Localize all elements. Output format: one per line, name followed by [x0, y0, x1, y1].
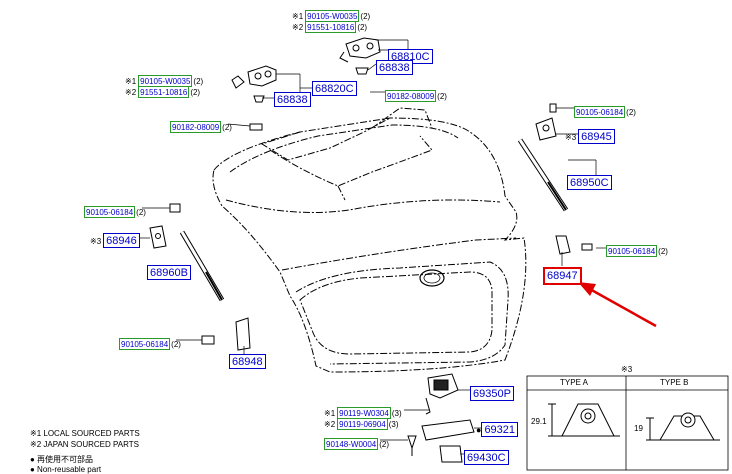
callout-90105-06184-a: 90105-06184(2): [574, 103, 636, 119]
back-door-panel: [212, 107, 527, 373]
callout-90105-06184-b: 90105-06184(2): [84, 203, 146, 219]
part-link-90119-w0304[interactable]: 90119-W0304: [337, 407, 391, 419]
note-mark: ※3: [565, 133, 577, 142]
type-a-dimension: 29.1: [531, 417, 547, 426]
part-link-90105-06184[interactable]: 90105-06184: [574, 106, 626, 118]
quantity: (2): [357, 23, 368, 32]
hinge-bolts: [249, 67, 369, 131]
part-link-68960b[interactable]: 68960B: [147, 265, 191, 280]
callout-90182-08009-b: 90182-08009(2): [170, 118, 232, 134]
part-link-68950c[interactable]: 68950C: [567, 175, 612, 190]
leader-lines: [134, 39, 606, 455]
quantity: (2): [222, 123, 232, 132]
callout-68838-a: 68838: [376, 59, 413, 75]
note-local-sourced: ※1 LOCAL SOURCED PARTS: [30, 429, 140, 438]
quantity: (2): [379, 440, 390, 449]
part-link-68945[interactable]: 68945: [578, 129, 615, 144]
callout-69321: ●69321: [476, 421, 519, 437]
quantity: (2): [437, 92, 447, 101]
part-link-90105-06184[interactable]: 90105-06184: [606, 245, 658, 257]
part-link-68838[interactable]: 68838: [376, 60, 413, 75]
quantity: (2): [190, 88, 201, 97]
callout-90105-06184-c: 90105-06184(2): [606, 242, 668, 258]
quantity: (2): [171, 340, 181, 349]
quantity: (2): [136, 208, 146, 217]
quantity: (2): [658, 247, 668, 256]
emblem-ring: [419, 269, 445, 287]
note-non-reusable-jp: ● 再使用不可部品: [30, 455, 94, 464]
callout-90105-06184-d: 90105-06184(2): [119, 335, 181, 351]
non-reusable-dot: ●: [476, 425, 482, 435]
part-link-90105-w0035[interactable]: 90105-W0035: [305, 10, 360, 22]
part-link-69321[interactable]: 69321: [481, 422, 519, 437]
callout-68948: 68948: [229, 353, 266, 369]
quantity: (2): [626, 108, 636, 117]
callout-68838-b: 68838: [274, 91, 311, 107]
emblem-inner: [423, 272, 441, 284]
callout-90182-08009-a: 90182-08009(2): [385, 87, 447, 103]
note-japan-sourced: ※2 JAPAN SOURCED PARTS: [30, 440, 139, 449]
quantity: (3): [391, 409, 402, 418]
note-mark: ※3: [90, 237, 102, 246]
type-table: [526, 375, 729, 471]
callout-69350p: 69350P: [470, 385, 514, 401]
back-door-lock: [407, 373, 475, 463]
part-link-90105-w0035[interactable]: 90105-W0035: [138, 75, 193, 87]
type-b-dimension: 19: [634, 424, 643, 433]
callout-68950c: 68950C: [567, 174, 612, 190]
part-link-90105-06184[interactable]: 90105-06184: [84, 206, 136, 218]
callout-68947: 68947: [543, 267, 582, 285]
callout-90148-w0004: 90148-W0004(2): [324, 435, 389, 451]
hinge-right: [339, 37, 381, 63]
part-link-90182-08009[interactable]: 90182-08009: [385, 90, 437, 102]
note-mark: ※1: [292, 12, 304, 21]
part-link-91551-10816[interactable]: 91551-10816: [138, 86, 190, 98]
highlight-arrow: [578, 282, 657, 328]
callout-69430c: 69430C: [464, 449, 509, 465]
part-link-90119-06904[interactable]: 90119-06904: [337, 418, 388, 430]
note-mark: ※2: [125, 88, 137, 97]
type-b-bracket: [646, 412, 715, 441]
part-link-90148-w0004[interactable]: 90148-W0004: [324, 438, 379, 450]
quantity: (3): [388, 420, 399, 429]
note-mark: ※2: [324, 420, 336, 429]
part-link-68947[interactable]: 68947: [543, 267, 582, 285]
type-table-mark: ※3: [621, 365, 633, 374]
part-link-68838[interactable]: 68838: [274, 92, 311, 107]
hinge-left: [231, 65, 277, 89]
part-link-68948[interactable]: 68948: [229, 354, 266, 369]
note-non-reusable-en: ● Non-reusable part: [30, 465, 102, 474]
stay-assembly-left: [149, 203, 251, 351]
quantity: (2): [193, 77, 204, 86]
type-a-header: TYPE A: [560, 378, 589, 387]
quantity: (2): [360, 12, 371, 21]
part-link-90182-08009[interactable]: 90182-08009: [170, 121, 222, 133]
stay-assembly-right: [517, 103, 593, 255]
note-mark: ※1: [324, 409, 336, 418]
type-a-bracket: [548, 403, 615, 437]
part-link-69430c[interactable]: 69430C: [464, 450, 509, 465]
part-link-90105-06184[interactable]: 90105-06184: [119, 338, 171, 350]
note-mark: ※1: [125, 77, 137, 86]
part-link-91551-10816[interactable]: 91551-10816: [305, 21, 357, 33]
callout-68960b: 68960B: [147, 264, 191, 280]
callout-68820c: 68820C: [312, 80, 357, 96]
part-link-69350p[interactable]: 69350P: [470, 386, 514, 401]
part-link-68820c[interactable]: 68820C: [312, 81, 357, 96]
note-mark: ※2: [292, 23, 304, 32]
part-link-68946[interactable]: 68946: [103, 233, 140, 248]
type-b-header: TYPE B: [660, 378, 689, 387]
